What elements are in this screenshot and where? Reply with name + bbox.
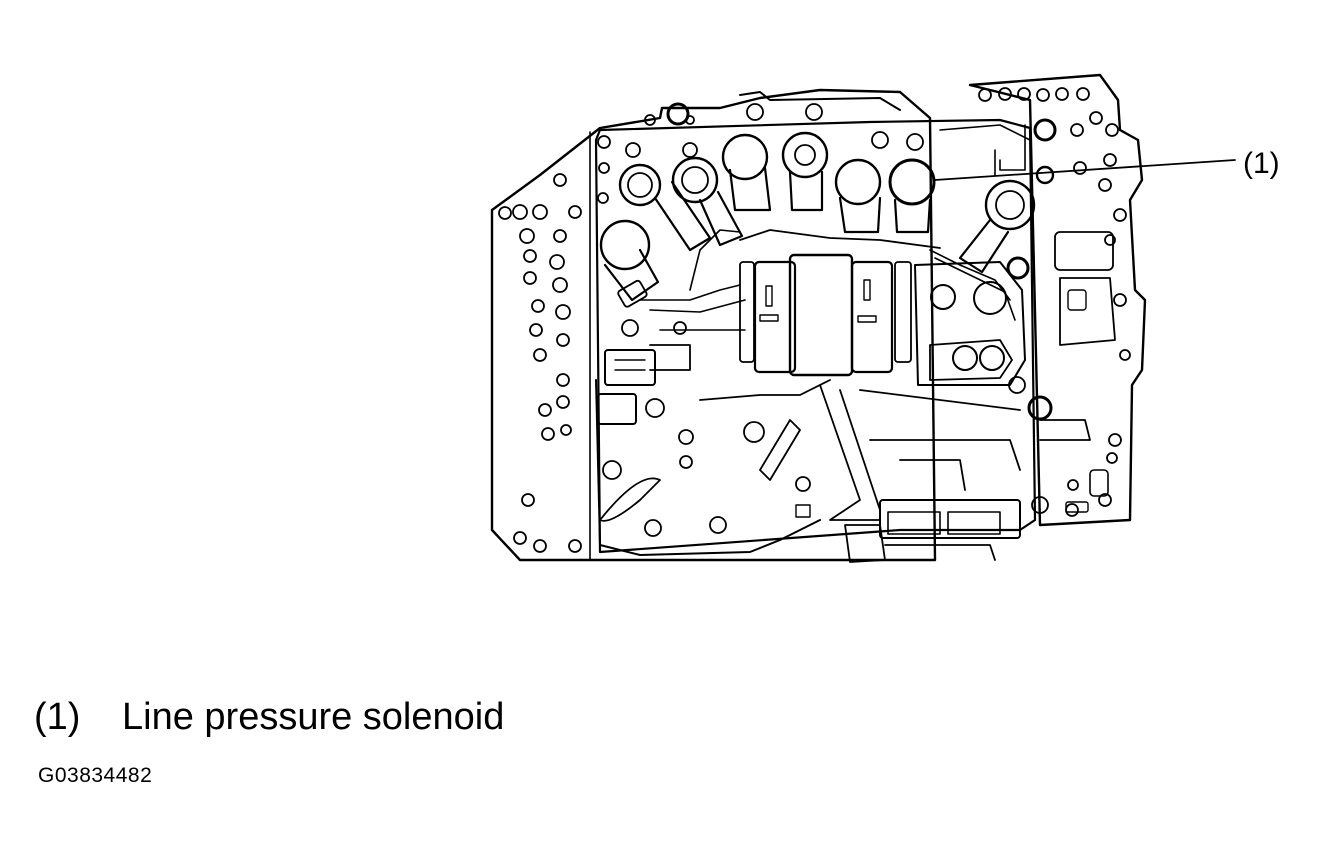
left-separator-plate — [490, 88, 937, 562]
valve-body-outline — [594, 91, 1037, 556]
wiring — [639, 124, 1026, 331]
shift-solenoid-4 — [721, 103, 772, 212]
mounting-bolts — [666, 102, 1057, 421]
shift-solenoid-2 — [618, 142, 712, 252]
callout-1-label: (1) — [1243, 147, 1280, 180]
legend-number: (1) — [34, 696, 81, 738]
harness-connector — [739, 229, 941, 377]
lower-valve-body — [599, 319, 1091, 563]
shift-solenoid-3 — [671, 142, 744, 247]
shift-solenoid-1 — [599, 219, 660, 308]
line-pressure-solenoid — [888, 133, 936, 234]
shift-solenoid-7 — [958, 165, 1055, 274]
accumulator-plate — [914, 261, 1026, 394]
figure-id: G03834482 — [38, 764, 153, 787]
shift-solenoid-6 — [834, 131, 889, 234]
callout-1: (1) — [934, 147, 1280, 181]
right-separator-plate — [968, 73, 1147, 527]
side-connector — [597, 344, 691, 425]
legend: (1) Line pressure solenoid — [34, 694, 504, 740]
legend-label: Line pressure solenoid — [122, 696, 505, 738]
shift-solenoid-5 — [781, 103, 829, 212]
